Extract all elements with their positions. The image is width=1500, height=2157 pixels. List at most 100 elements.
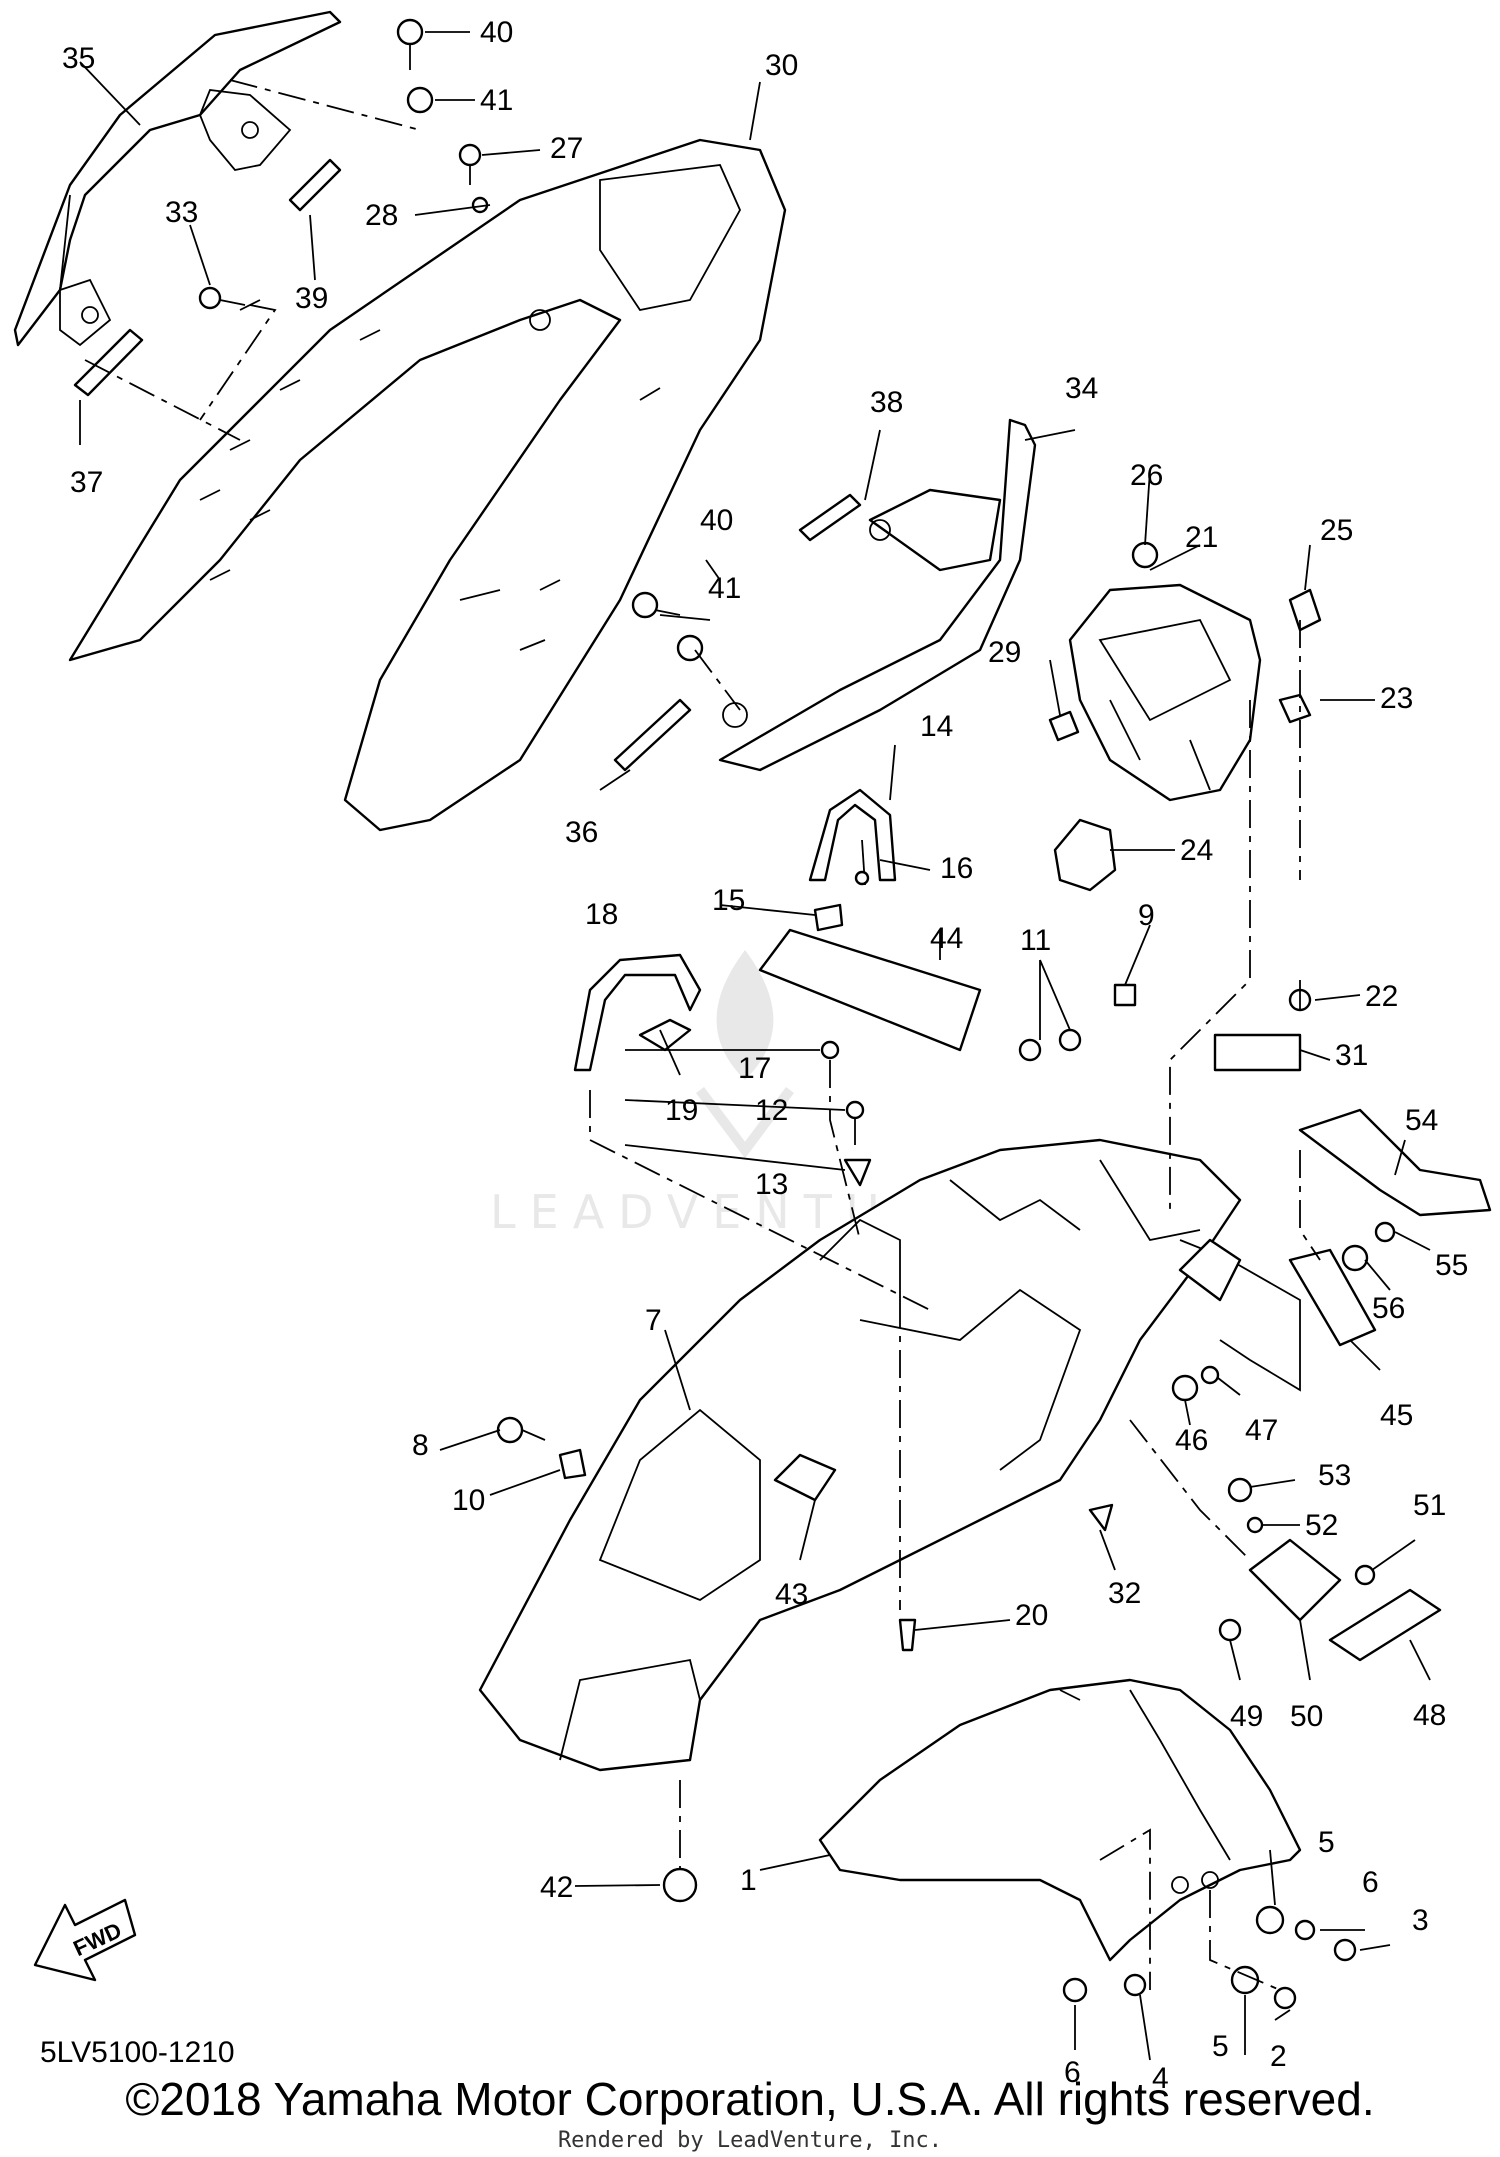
part-number: 20	[1015, 1599, 1048, 1632]
part-number: 27	[550, 132, 583, 165]
washer-6b	[1062, 1977, 1088, 2003]
label-43	[773, 1453, 837, 1502]
part-number: 41	[708, 572, 741, 605]
clip-25	[1288, 588, 1322, 632]
part-number: 40	[700, 504, 733, 537]
part-number: 19	[665, 1094, 698, 1127]
part-number: 42	[540, 1871, 573, 1904]
label-31	[1213, 1033, 1302, 1072]
part-number: 2	[1270, 2040, 1287, 2073]
part-number: 5	[1212, 2030, 1229, 2063]
part-number: 38	[870, 386, 903, 419]
pad-36	[613, 698, 692, 772]
collar-5a	[1255, 1905, 1285, 1935]
nut-49	[1218, 1618, 1242, 1642]
part-number: 32	[1108, 1577, 1141, 1610]
part-number: 44	[930, 922, 963, 955]
collar-5b	[1230, 1965, 1260, 1995]
screw-12	[845, 1100, 865, 1120]
grommet-26	[1131, 541, 1159, 569]
bolt-33	[198, 286, 222, 310]
rear-fender	[478, 1138, 1301, 1772]
part-number: 4	[1152, 2062, 1169, 2095]
screw-27	[458, 143, 482, 167]
part-number: 30	[765, 49, 798, 82]
grab-bar-left	[13, 10, 342, 347]
part-number: 55	[1435, 1249, 1468, 1282]
leader-lines	[79, 31, 1431, 2061]
stay-50	[1248, 1538, 1342, 1622]
part-number: 10	[452, 1484, 485, 1517]
part-number: 5	[1318, 1826, 1335, 1859]
pad-38	[798, 493, 862, 542]
part-number: 14	[920, 710, 953, 743]
part-number: 45	[1380, 1399, 1413, 1432]
part-number: 16	[940, 852, 973, 885]
part-number: 18	[585, 898, 618, 931]
part-number: 25	[1320, 514, 1353, 547]
washer-55	[1374, 1221, 1396, 1243]
tail-bracket	[1068, 583, 1262, 802]
bolt-40-top	[396, 18, 424, 46]
rivet-13	[843, 1158, 872, 1187]
nut-53	[1227, 1477, 1253, 1503]
part-number: 13	[755, 1168, 788, 1201]
bolt-11a	[1018, 1038, 1042, 1062]
part-number: 46	[1175, 1424, 1208, 1457]
nut-9	[1113, 983, 1137, 1007]
band-18	[573, 953, 702, 1072]
grab-bar-right	[718, 418, 1037, 772]
part-number: 56	[1372, 1292, 1405, 1325]
band-14	[808, 788, 897, 882]
washer-41-top	[406, 86, 434, 114]
bolt-51	[1354, 1564, 1376, 1586]
bracket-19	[638, 1018, 692, 1052]
part-numbers: 1 2 3 4 5 5 6 6 7 8 9 10 11 12 13 14 15 …	[62, 16, 1468, 2095]
part-number: 40	[480, 16, 513, 49]
part-number: 21	[1185, 521, 1218, 554]
battery-cover-44	[758, 928, 982, 1052]
part-number: 26	[1130, 459, 1163, 492]
grommet-24	[1053, 818, 1117, 892]
nut-4	[1123, 1973, 1147, 1997]
nut-29	[1048, 710, 1080, 742]
washer-6a	[1294, 1919, 1316, 1941]
nut-10	[558, 1448, 587, 1480]
part-number: 6	[1362, 1866, 1379, 1899]
nut-46	[1171, 1374, 1199, 1402]
bolt-40-mid	[631, 591, 659, 619]
part-number: 24	[1180, 834, 1213, 867]
part-number: 3	[1412, 1904, 1429, 1937]
part-number: 9	[1138, 899, 1155, 932]
washer-47	[1200, 1365, 1220, 1385]
part-number: 7	[645, 1304, 662, 1337]
bolt-2	[1273, 1986, 1297, 2010]
part-number: 39	[295, 282, 328, 315]
part-number: 52	[1305, 1509, 1338, 1542]
rendered-by-note: Rendered by LeadVenture, Inc.	[557, 2128, 943, 2153]
part-number: 23	[1380, 682, 1413, 715]
part-number: 22	[1365, 980, 1398, 1013]
part-number: 54	[1405, 1104, 1438, 1137]
bracket-54	[1298, 1108, 1492, 1217]
part-number: 37	[70, 466, 103, 499]
pad-39	[288, 158, 342, 212]
part-number: 1	[740, 1864, 757, 1897]
rivet-32	[1088, 1503, 1114, 1532]
plug-42	[662, 1867, 698, 1903]
part-number: 17	[738, 1052, 771, 1085]
assembly-lines	[84, 79, 1321, 1991]
part-number: 33	[165, 196, 198, 229]
seat-cowl	[68, 138, 787, 832]
pad-37	[73, 328, 144, 397]
part-number: 35	[62, 42, 95, 75]
part-number: 28	[365, 199, 398, 232]
fwd-arrow-icon: FWD	[33, 1898, 137, 1982]
part-number: 36	[565, 816, 598, 849]
part-number: 43	[775, 1578, 808, 1611]
front-fender	[818, 1678, 1302, 1962]
nut-23	[1278, 693, 1312, 724]
part-number: 34	[1065, 372, 1098, 405]
bolt-11b	[1058, 1028, 1082, 1052]
